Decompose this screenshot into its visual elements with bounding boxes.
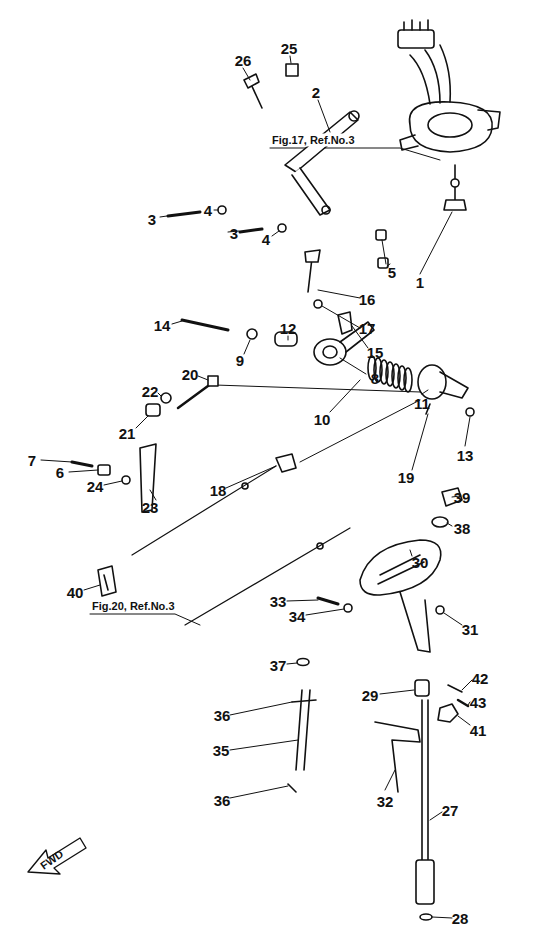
callout-number: 23 bbox=[140, 499, 161, 516]
spring-winding bbox=[404, 368, 412, 392]
callout-number: 5 bbox=[386, 264, 398, 281]
callout-number: 19 bbox=[396, 469, 417, 486]
callout-number: 32 bbox=[375, 793, 396, 810]
callout-number: 37 bbox=[268, 657, 289, 674]
callout-number: 3 bbox=[146, 211, 158, 228]
callout-number: 4 bbox=[260, 231, 272, 248]
reference-note: Fig.20, Ref.No.3 bbox=[90, 600, 177, 613]
callout-number: 17 bbox=[357, 320, 378, 337]
callout-number: 27 bbox=[440, 802, 461, 819]
callout-number: 21 bbox=[117, 425, 138, 442]
callout-number: 22 bbox=[140, 383, 161, 400]
direction-label: FWD bbox=[36, 846, 67, 873]
callout-number: 2 bbox=[310, 84, 322, 101]
callout-number: 11 bbox=[412, 395, 432, 412]
callout-number: 36 bbox=[212, 707, 233, 724]
callout-number: 38 bbox=[452, 520, 473, 537]
callout-number: 43 bbox=[468, 694, 489, 711]
callout-number: 14 bbox=[152, 317, 173, 334]
callout-number: 40 bbox=[65, 584, 86, 601]
callout-number: 34 bbox=[287, 608, 308, 625]
callout-number: 12 bbox=[278, 320, 299, 337]
callout-number: 30 bbox=[410, 554, 431, 571]
callout-number: 9 bbox=[234, 352, 246, 369]
callout-number: 33 bbox=[268, 593, 289, 610]
callout-number: 15 bbox=[365, 344, 386, 361]
stator-assembly bbox=[398, 20, 500, 152]
callout-number: 25 bbox=[279, 40, 300, 57]
callout-number: 42 bbox=[470, 670, 491, 687]
callout-number: 28 bbox=[450, 910, 471, 927]
callout-number: 8 bbox=[369, 370, 381, 387]
callout-number: 10 bbox=[312, 411, 333, 428]
callout-number: 13 bbox=[455, 447, 476, 464]
callout-number: 29 bbox=[360, 687, 381, 704]
callout-number: 35 bbox=[211, 742, 232, 759]
reference-note: Fig.17, Ref.No.3 bbox=[270, 134, 357, 147]
callout-number: 1 bbox=[414, 274, 426, 291]
callout-number: 4 bbox=[202, 202, 214, 219]
callout-number: 39 bbox=[452, 489, 473, 506]
callout-number: 41 bbox=[468, 722, 489, 739]
callout-number: 31 bbox=[460, 621, 481, 638]
callout-number: 6 bbox=[54, 464, 66, 481]
callout-number: 3 bbox=[228, 225, 240, 242]
callout-number: 16 bbox=[357, 291, 378, 308]
callout-number: 24 bbox=[85, 478, 106, 495]
callout-number: 18 bbox=[208, 482, 229, 499]
callout-number: 36 bbox=[212, 792, 233, 809]
spring-coil bbox=[368, 356, 412, 392]
callout-number: 26 bbox=[233, 52, 254, 69]
callout-number: 20 bbox=[180, 366, 201, 383]
callout-number: 7 bbox=[26, 452, 38, 469]
